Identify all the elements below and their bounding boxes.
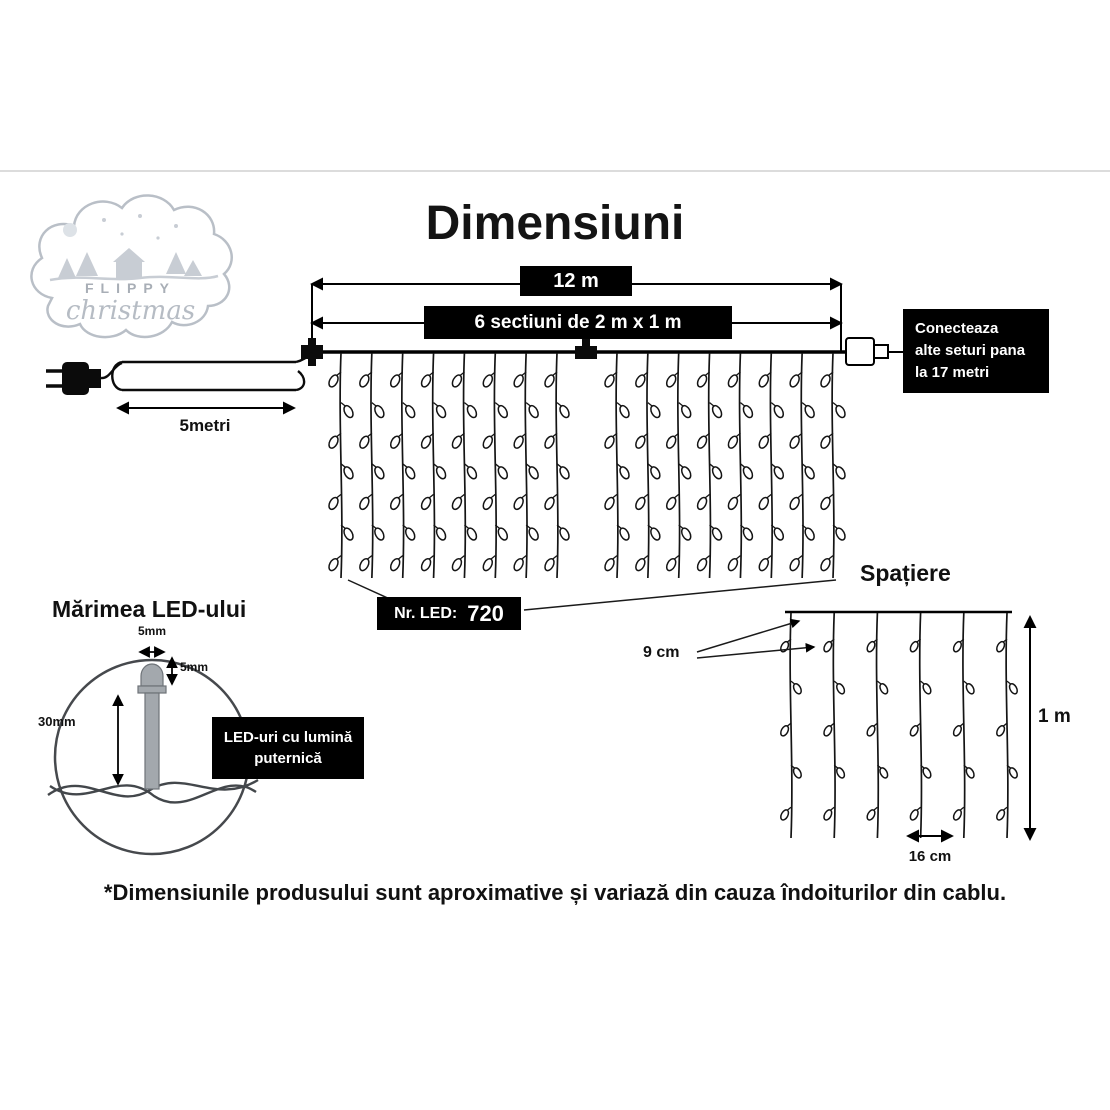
led-count-badge: Nr. LED: 720 (377, 597, 521, 630)
lead-cable (111, 352, 313, 392)
brand-logo: FLIPPY christmas (18, 182, 243, 350)
lead-length-label: 5metri (179, 416, 231, 435)
middle-connector (575, 339, 597, 359)
curtain-section-left (328, 352, 570, 579)
sections-badge: 6 sectiuni de 2 m x 1 m (424, 306, 732, 339)
connect-note-line: Conecteaza (915, 320, 999, 338)
led-bulb-graphic (137, 663, 167, 790)
left-connector (301, 338, 323, 366)
spacing-title: Spațiere (860, 560, 951, 586)
spacing-diagram (696, 610, 1037, 843)
led-dimension-arrows (112, 646, 178, 786)
spacing-9cm-pointers (696, 618, 816, 659)
connect-note: Conecteaza alte seturi pana la 17 metri (903, 309, 1049, 393)
winter-scene (49, 214, 219, 282)
led-count-label: Nr. LED: (394, 604, 458, 622)
bulb-height-label: 5mm (180, 660, 209, 674)
page-title: Dimensiuni (425, 197, 685, 250)
disclaimer: *Dimensiunile produsului sunt aproximati… (103, 880, 1007, 905)
led-callout: LED-uri cu lumină puternică (212, 717, 364, 779)
bulb-width-label: 5mm (137, 624, 166, 638)
connect-note-line: la 17 metri (915, 363, 990, 381)
total-span-badge: 12 m (520, 266, 632, 296)
spacing-9cm-label: 9 cm (643, 644, 680, 661)
brand-name-bottom: christmas (65, 296, 196, 326)
curtain-section-right (604, 352, 846, 579)
brand-name-top: FLIPPY (84, 280, 176, 296)
led-count-pointers (347, 579, 837, 611)
led-size-title: Mărimea LED-ului (52, 596, 247, 622)
spacing-height-label: 1 m (1038, 706, 1071, 727)
connect-note-line: alte seturi pana (915, 342, 1026, 360)
led-callout-line: puternică (254, 750, 322, 767)
led-count-value: 720 (467, 600, 504, 626)
spacing-16cm-label: 16 cm (908, 848, 952, 865)
spacing-curtain (780, 612, 1018, 839)
led-callout-line: LED-uri cu lumină (223, 729, 353, 746)
cloud-graphic (30, 194, 233, 339)
end-plug-icon (845, 337, 903, 366)
body-length-label: 30mm (38, 714, 76, 729)
power-plug-icon (46, 361, 123, 395)
